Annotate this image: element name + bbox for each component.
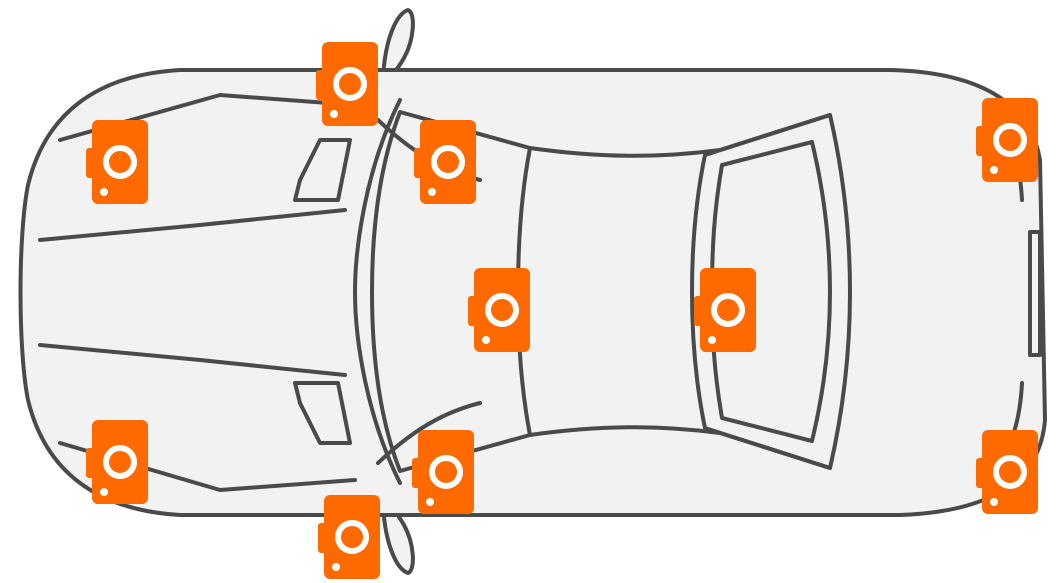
camera-icon [976,98,1038,182]
camera-point-mirror-right[interactable] [318,495,382,579]
camera-icon [468,268,530,352]
camera-icon [694,268,756,352]
camera-point-windshield-left[interactable] [414,120,478,204]
camera-point-roof-front[interactable] [468,268,532,352]
camera-icon [976,430,1038,514]
camera-point-front-left[interactable] [86,120,150,204]
camera-icon [86,120,148,204]
camera-point-windshield-right[interactable] [412,430,476,514]
camera-icon [316,42,378,126]
camera-point-front-right[interactable] [86,420,150,504]
camera-point-rear-left[interactable] [976,98,1040,182]
camera-icon [86,420,148,504]
camera-point-mirror-left[interactable] [316,42,380,126]
camera-icon [414,120,476,204]
camera-icon [318,495,380,579]
camera-point-rear-right[interactable] [976,430,1040,514]
camera-point-roof-rear[interactable] [694,268,758,352]
camera-icon [412,430,474,514]
